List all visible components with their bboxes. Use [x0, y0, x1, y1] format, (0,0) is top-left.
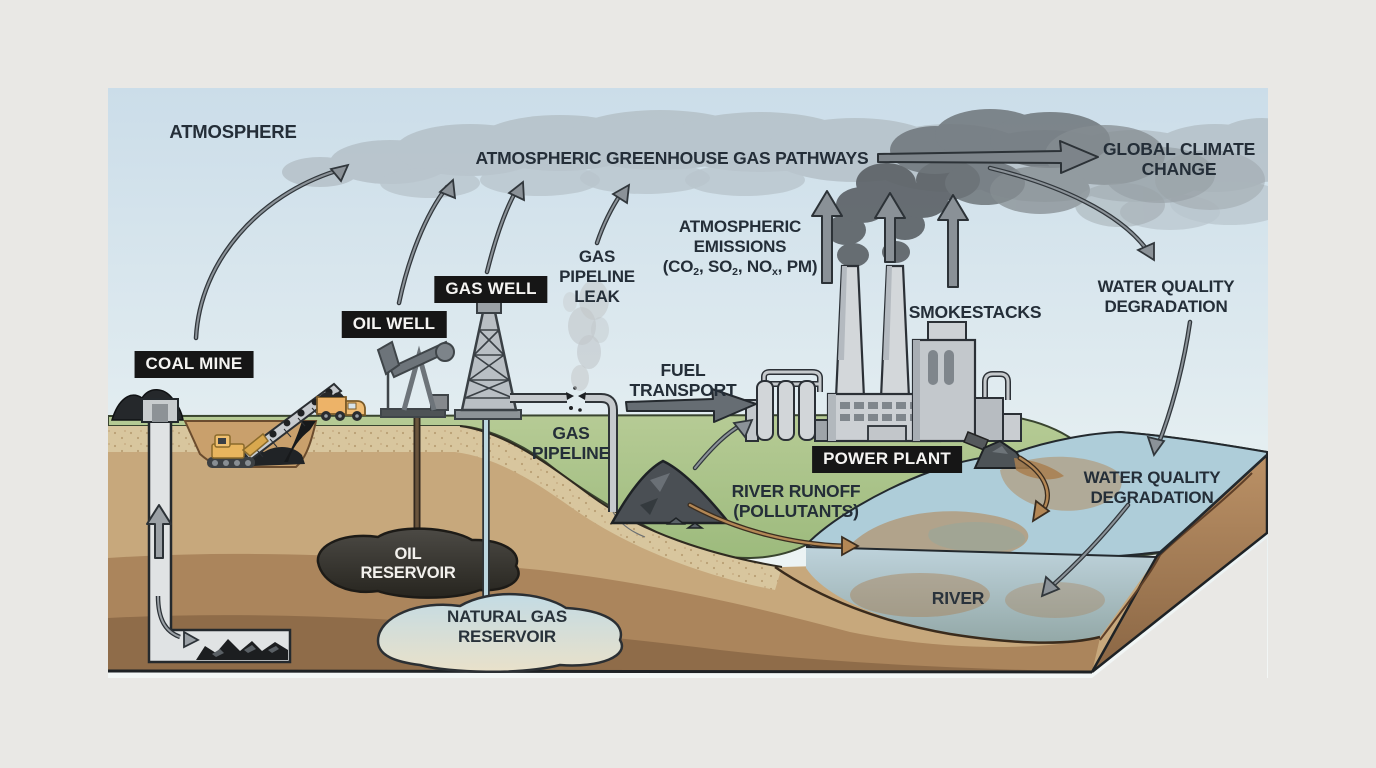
shaft-seam-arrow: [183, 630, 200, 649]
emissions-line2: EMISSIONS: [693, 236, 787, 256]
coal-to-plant-arrow: [692, 418, 754, 471]
gas-leak-plume: [563, 280, 609, 391]
smoke-plume: [826, 109, 1265, 267]
ghg-pathways-label: ATMOSPHERIC GREENHOUSE GAS PATHWAYS: [475, 148, 869, 168]
terrain-side-face: [1090, 452, 1268, 673]
stack-arrow-1: [811, 190, 843, 284]
smokestacks-label: SMOKESTACKS: [908, 302, 1042, 322]
wq-upper-line2: DEGRADATION: [1104, 296, 1228, 316]
oil-well-emission-arrow: [396, 178, 457, 306]
leak-line2: PIPELINE: [559, 266, 635, 286]
runoff-arrow: [687, 502, 860, 557]
wqd-to-river-arrow: [1146, 319, 1193, 457]
dump-truck: [316, 391, 366, 421]
stack-arrow-3: [937, 194, 969, 288]
gas-pipeline-pipe: [510, 386, 646, 538]
diagram-illustration: [108, 88, 1268, 678]
wq-lower-line2: DEGRADATION: [1090, 487, 1214, 507]
pipeline-line1: GAS: [552, 423, 590, 443]
discharge-arrow: [1017, 455, 1051, 523]
gas-well-emission-arrow: [484, 180, 525, 275]
gas-res-line1: NATURAL GAS: [447, 607, 567, 626]
oil-res-line1: OIL: [394, 545, 422, 563]
river-surface: [804, 430, 1268, 563]
fuel-transport-label: FUEL TRANSPORT: [629, 360, 736, 401]
gcc-line2: CHANGE: [1141, 159, 1217, 180]
gas-well-derrick: [454, 288, 522, 420]
pipeline-line2: PIPELINE: [531, 443, 611, 464]
leak-line3: LEAK: [574, 286, 620, 306]
mine-shaft: [141, 398, 292, 664]
gas-pipeline-label: GAS PIPELINE: [532, 423, 610, 464]
ground-bottom-edge: [108, 669, 1093, 674]
river-label: RIVER: [931, 588, 985, 608]
atmospheric-emissions-label: ATMOSPHERIC EMISSIONS (CO2, SO2, NOx, PM…: [663, 217, 818, 278]
gas-pipeline-leak-label: GAS PIPELINE LEAK: [559, 247, 635, 307]
fuel-line1: FUEL: [660, 360, 706, 380]
oil-reservoir-blob: [316, 527, 520, 599]
excavator: [207, 432, 270, 468]
runoff-line1: RIVER RUNOFF: [731, 481, 861, 501]
coal-mine-label: COAL MINE: [134, 351, 254, 378]
natural-gas-reservoir-blob: [376, 592, 624, 673]
stack-arrow-2: [874, 192, 906, 263]
oil-reservoir-label: OIL RESERVOIR: [360, 545, 455, 584]
global-climate-change-label: GLOBAL CLIMATE CHANGE: [1103, 139, 1255, 180]
water-quality-lower-label: WATER QUALITY DEGRADATION: [1084, 468, 1221, 508]
gcc-line1: GLOBAL CLIMATE: [1102, 139, 1256, 159]
oil-pumpjack: [376, 340, 455, 418]
gas-well-label: GAS WELL: [434, 276, 548, 303]
fuel-transport-arrow: [625, 388, 757, 423]
wq-upper-line1: WATER QUALITY: [1097, 277, 1235, 296]
storage-tanks: [756, 369, 823, 441]
arrows: [193, 140, 1193, 598]
shaft-up-arrow: [146, 504, 172, 559]
tall-building: [911, 321, 977, 443]
wq-lower-line1: WATER QUALITY: [1083, 468, 1221, 487]
leak-line1: GAS: [578, 247, 616, 266]
runoff-line2: (POLLUTANTS): [733, 501, 859, 522]
annex: [974, 371, 1022, 442]
page-corner-mask: [1092, 538, 1267, 678]
pipeline-leak-emission-arrow: [594, 183, 631, 246]
power-plant: [745, 264, 1064, 480]
wqd-lower-to-river-arrow: [1040, 502, 1131, 598]
pipeline-break: [566, 386, 586, 412]
cloud-to-wqd-arrow: [987, 165, 1155, 262]
atmosphere-label: ATMOSPHERE: [169, 121, 297, 142]
fuel-line2: TRANSPORT: [629, 380, 737, 401]
emissions-formula: (CO2, SO2, NOx, PM): [662, 256, 818, 278]
smokestack-right: [879, 264, 911, 400]
power-plant-label: POWER PLANT: [812, 446, 962, 473]
coal-mine-emission-arrow: [193, 163, 350, 341]
oil-well-label: OIL WELL: [341, 311, 447, 338]
gas-res-line2: RESERVOIR: [457, 626, 557, 646]
smokestack-left: [834, 264, 866, 400]
emissions-line1: ATMOSPHERIC: [678, 217, 802, 236]
river-runoff-label: RIVER RUNOFF (POLLUTANTS): [732, 481, 861, 522]
water-quality-upper-label: WATER QUALITY DEGRADATION: [1098, 277, 1235, 317]
natural-gas-reservoir-label: NATURAL GAS RESERVOIR: [447, 607, 567, 647]
oil-res-line2: RESERVOIR: [360, 564, 456, 583]
pathways-to-gcc-arrow: [877, 140, 1099, 174]
